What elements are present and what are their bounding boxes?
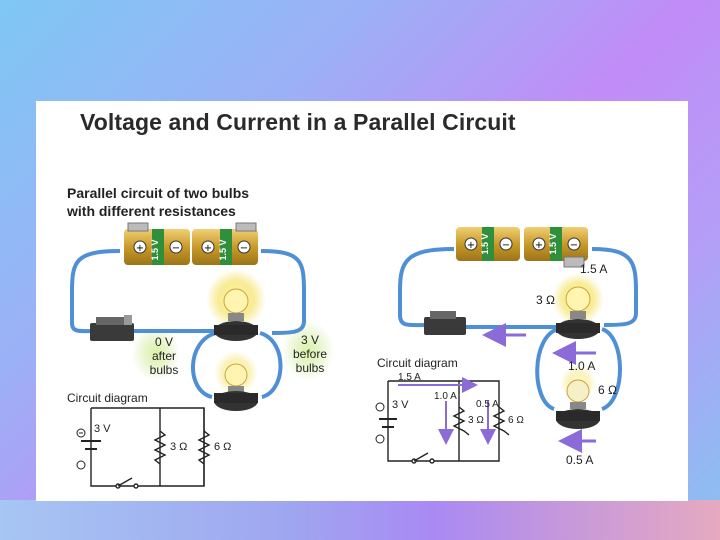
bulb-top <box>556 286 600 339</box>
svg-text:+: + <box>535 240 543 251</box>
svg-text:−: − <box>570 240 578 251</box>
bulb-bottom <box>556 379 600 429</box>
battery: + − <box>124 222 190 265</box>
wire <box>70 249 121 334</box>
bulb2-resistance: 6 Ω <box>598 383 617 397</box>
negative-terminal-icon <box>375 434 385 444</box>
total-current-label: 1.5 A <box>580 262 608 276</box>
before-bulbs-label: 3 V before bulbs <box>288 333 332 375</box>
svg-text:−: − <box>240 243 248 254</box>
switch <box>90 315 134 341</box>
bulb-bottom <box>214 363 258 411</box>
after-text-2: bulbs <box>149 363 179 377</box>
left-diagram-title: Circuit diagram <box>67 391 148 405</box>
left-subtitle-line1: Parallel circuit of two bulbs <box>67 185 250 201</box>
before-text-1: before <box>292 347 328 361</box>
svg-text:+: + <box>204 243 212 254</box>
left-diagram-r2: 6 Ω <box>214 441 232 453</box>
svg-text:+: + <box>467 240 475 251</box>
bulb1-resistance: 3 Ω <box>536 293 555 307</box>
page-title: Voltage and Current in a Parallel Circui… <box>80 109 516 135</box>
before-text-2: bulbs <box>295 361 325 375</box>
after-text-1: after <box>151 349 176 363</box>
background-band <box>0 500 720 540</box>
right-diagram-r1: 3 Ω <box>468 415 484 426</box>
battery2-label: 1.5 V <box>548 233 558 254</box>
left-diagram-voltage: 3 V <box>94 423 111 435</box>
bulb2-current: 0.5 A <box>566 453 594 467</box>
switch <box>424 311 466 335</box>
right-circuit: + − + − 1.5 V 1.5 V <box>375 227 638 464</box>
svg-text:−: − <box>172 243 180 254</box>
right-diagram-total: 1.5 A <box>398 372 421 383</box>
battery1-label: 1.5 V <box>480 233 490 254</box>
battery: + − <box>524 227 588 268</box>
right-diagram-title: Circuit diagram <box>377 356 458 370</box>
left-circuit: + − + − 1.5 V 1.5 V <box>70 222 334 489</box>
bulb1-current: 1.0 A <box>568 359 596 373</box>
diagram-panel: Voltage and Current in a Parallel Circui… <box>36 101 688 501</box>
left-subtitle: Parallel circuit of two bulbs with diffe… <box>67 184 307 220</box>
svg-text:−: − <box>502 240 510 251</box>
wire <box>591 247 638 327</box>
wire <box>259 331 283 399</box>
voltage-glow <box>282 321 334 381</box>
battery2-label: 1.5 V <box>218 239 228 260</box>
battery: + − <box>192 222 258 265</box>
wire <box>260 249 306 335</box>
right-diagram-r2: 6 Ω <box>508 415 524 426</box>
bulb-top <box>214 288 258 341</box>
before-voltage: 3 V <box>300 333 319 347</box>
positive-terminal-icon <box>375 402 385 412</box>
wire <box>535 327 559 411</box>
wire <box>398 247 455 328</box>
left-schematic <box>81 407 211 489</box>
wire <box>601 327 622 411</box>
after-bulbs-label: 0 V after bulbs <box>144 335 184 377</box>
battery: + − <box>456 227 520 261</box>
right-diagram-i2: 0.5 A <box>476 399 499 410</box>
positive-terminal-icon <box>76 460 86 470</box>
svg-text:+: + <box>136 243 144 254</box>
wire <box>191 331 217 399</box>
left-subtitle-line2: with different resistances <box>67 203 236 219</box>
right-diagram-voltage: 3 V <box>392 399 409 411</box>
right-diagram-i1: 1.0 A <box>434 391 457 402</box>
voltage-glow <box>132 325 180 381</box>
circuit-illustration: + − + − 1.5 V 1.5 V <box>70 222 638 489</box>
left-diagram-r1: 3 Ω <box>170 441 188 453</box>
after-voltage: 0 V <box>154 335 173 349</box>
battery1-label: 1.5 V <box>150 239 160 260</box>
